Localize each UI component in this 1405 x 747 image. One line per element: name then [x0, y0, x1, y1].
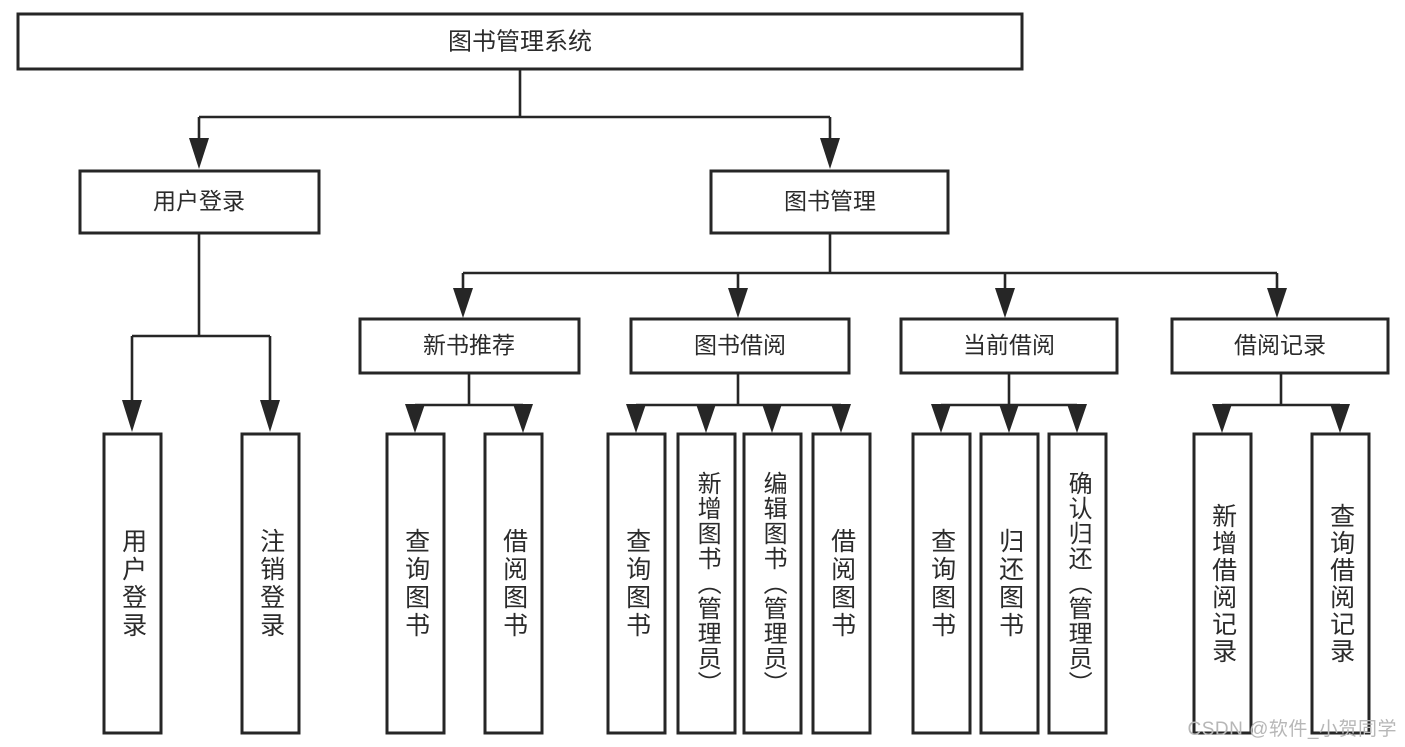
node-box-new-book-recommend[interactable]	[358, 317, 581, 375]
node-box-current-borrow[interactable]	[899, 317, 1119, 375]
node-box-user-login[interactable]	[78, 169, 321, 235]
arrow-user-login-leaf-1	[122, 400, 142, 432]
node-box-leaf-return-book[interactable]	[979, 432, 1040, 735]
arrow-root-to-user-login	[189, 138, 209, 169]
node-box-leaf-query-book-2[interactable]	[606, 432, 667, 735]
arrow-br-leaf-1	[1212, 404, 1232, 433]
connector-group-book-borrow	[626, 373, 851, 433]
node-box-leaf-edit-book[interactable]	[742, 432, 803, 735]
arrow-nbr-leaf-2	[513, 404, 533, 433]
node-box-book-borrow[interactable]	[629, 317, 851, 375]
node-label-current-borrow: 当前借阅	[963, 332, 1055, 358]
arrow-bm-to-borrow-record	[1267, 288, 1287, 318]
node-label-user-login: 用户登录	[153, 188, 245, 214]
connector-group-root	[189, 69, 840, 169]
arrow-nbr-leaf-1	[405, 404, 425, 433]
arrow-cb-leaf-1	[931, 404, 951, 433]
node-box-leaf-borrow-book-1[interactable]	[483, 432, 544, 735]
arrow-bb-leaf-2	[696, 404, 716, 433]
connector-group-new-book-recommend	[405, 373, 533, 433]
node-label-root: 图书管理系统	[448, 28, 592, 55]
node-box-leaf-add-book[interactable]	[676, 432, 737, 735]
node-label-new-book-recommend: 新书推荐	[423, 332, 515, 358]
node-box-leaf-user-login[interactable]	[102, 432, 163, 735]
arrow-bb-leaf-3	[762, 404, 782, 433]
node-box-borrow-record[interactable]	[1170, 317, 1390, 375]
arrow-cb-leaf-2	[999, 404, 1019, 433]
connector-group-borrow-record	[1212, 373, 1350, 433]
watermark-text: CSDN @软件_小贺同学	[1187, 719, 1397, 740]
arrow-user-login-leaf-2	[260, 400, 280, 432]
node-box-leaf-query-book-1[interactable]	[385, 432, 446, 735]
node-box-leaf-borrow-book-2[interactable]	[811, 432, 872, 735]
arrow-root-to-book-manage	[820, 138, 840, 169]
arrow-bb-leaf-1	[626, 404, 646, 433]
arrow-br-leaf-2	[1330, 404, 1350, 433]
node-box-leaf-add-record[interactable]	[1192, 432, 1253, 735]
arrow-cb-leaf-3	[1067, 404, 1087, 433]
node-label-book-manage: 图书管理	[784, 188, 876, 214]
node-box-root[interactable]	[16, 12, 1024, 71]
arrow-bm-to-book-borrow	[728, 288, 748, 318]
arrow-bm-to-current-borrow	[995, 288, 1015, 318]
node-box-leaf-confirm-return[interactable]	[1047, 432, 1108, 735]
arrow-bb-leaf-4	[831, 404, 851, 433]
node-box-leaf-query-book-3[interactable]	[911, 432, 972, 735]
connector-group-book-manage	[453, 233, 1287, 318]
node-label-borrow-record: 借阅记录	[1234, 332, 1326, 358]
node-box-leaf-query-record[interactable]	[1310, 432, 1371, 735]
arrow-bm-to-new-book	[453, 288, 473, 318]
node-box-book-manage[interactable]	[709, 169, 950, 235]
node-box-leaf-logout[interactable]	[240, 432, 301, 735]
connector-group-current-borrow	[931, 373, 1087, 433]
connector-group-user-login	[122, 233, 280, 432]
node-label-book-borrow: 图书借阅	[694, 332, 786, 358]
